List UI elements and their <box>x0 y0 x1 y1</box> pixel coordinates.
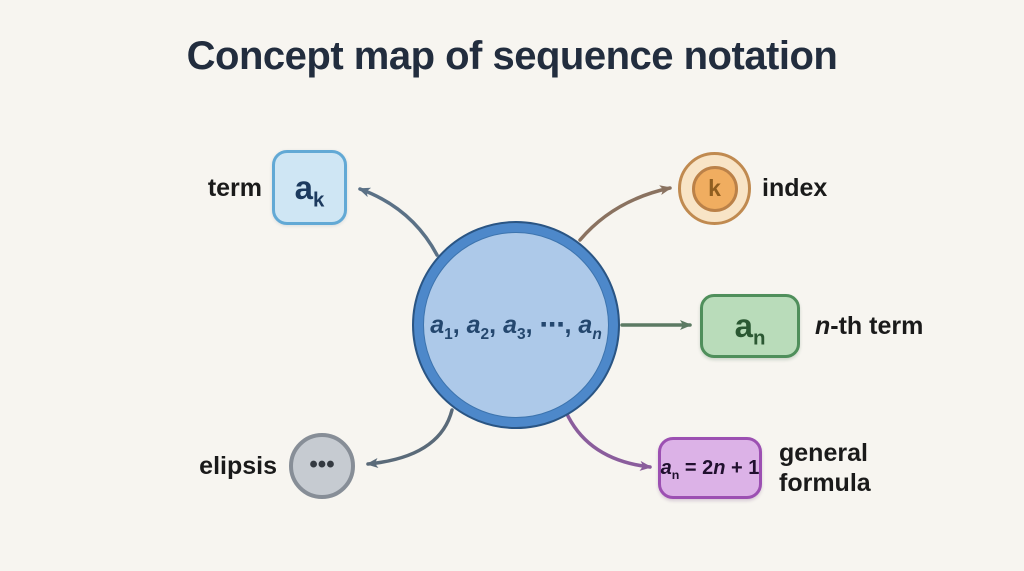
general-formula-text: an = 2n + 1 <box>660 456 760 482</box>
nth-term-symbol: an <box>734 307 766 350</box>
general-formula-label-line2: formula <box>779 469 871 497</box>
sequence-notation-text: a1, a2, a3, ⋯, an <box>430 311 602 343</box>
arrow-to-ellipsis <box>366 408 454 469</box>
arrow-to-term <box>358 187 439 257</box>
arrow-to-formula <box>564 410 652 471</box>
nth-term-label: n-th term <box>815 311 923 341</box>
term-symbol: ak <box>294 168 325 212</box>
ellipsis-label: elipsis <box>199 452 277 480</box>
nth-term-label-rest: -th term <box>830 312 924 340</box>
index-symbol: k <box>708 175 721 201</box>
nth-term-node: an <box>700 294 800 358</box>
nth-term-label-n: n <box>815 312 831 340</box>
index-label: index <box>762 174 828 202</box>
central-sequence-node: a1, a2, a3, ⋯, an <box>412 221 620 429</box>
index-node-inner: k <box>691 165 738 212</box>
general-formula-label: general formula <box>779 438 871 498</box>
page-title: Concept map of sequence notation <box>186 34 838 78</box>
term-label: term <box>207 174 262 202</box>
index-node: k <box>678 152 751 225</box>
ellipsis-dots-icon: ••• <box>309 451 335 478</box>
arrow-to-index <box>578 185 672 242</box>
general-formula-label-line1: general <box>779 439 868 467</box>
central-sequence-node-inner: a1, a2, a3, ⋯, an <box>423 232 609 418</box>
general-formula-node: an = 2n + 1 <box>658 437 762 499</box>
term-node: ak <box>272 150 347 225</box>
ellipsis-node: ••• <box>289 433 355 499</box>
